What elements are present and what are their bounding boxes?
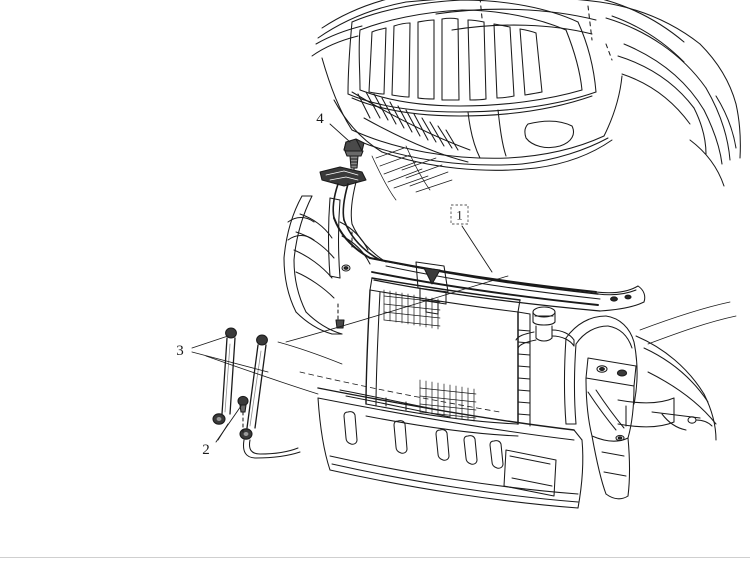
callout-4-label: 4 xyxy=(316,111,324,127)
vehicle-front-outline xyxy=(311,0,741,159)
leader-3b xyxy=(191,351,269,373)
callout-4: 4 xyxy=(316,111,324,127)
ball-stud xyxy=(237,395,249,433)
hood-seal-hatching xyxy=(371,145,453,201)
leader-lines xyxy=(191,123,493,443)
support-rod-right xyxy=(239,334,301,459)
callout-2-label: 2 xyxy=(202,442,210,458)
upper-crossmember xyxy=(319,166,646,315)
support-rod-left xyxy=(212,327,237,425)
callout-1: 1 xyxy=(450,204,469,225)
left-headlamp-bracket xyxy=(283,195,371,335)
callout-3: 3 xyxy=(176,343,184,359)
seven-slot-grille xyxy=(347,0,597,117)
footer-divider xyxy=(0,557,750,558)
right-fender-bracket xyxy=(563,315,717,500)
leader-1 xyxy=(461,225,493,273)
leader-2b xyxy=(217,423,229,441)
front-bumper xyxy=(321,0,623,171)
callout-3-label: 3 xyxy=(176,343,184,359)
radiator-filler-neck xyxy=(515,306,575,349)
callout-1-label: 1 xyxy=(456,208,463,223)
callout-group: 4 1 3 2 xyxy=(176,111,469,458)
callout-2: 2 xyxy=(202,442,210,458)
radiator-core xyxy=(285,275,531,437)
leader-4 xyxy=(329,123,351,143)
mounting-bolt xyxy=(343,138,365,187)
lower-valance xyxy=(299,371,584,509)
right-fender-outline xyxy=(605,17,737,187)
leader-3a xyxy=(191,335,229,349)
misc-detail-lines xyxy=(205,301,737,395)
